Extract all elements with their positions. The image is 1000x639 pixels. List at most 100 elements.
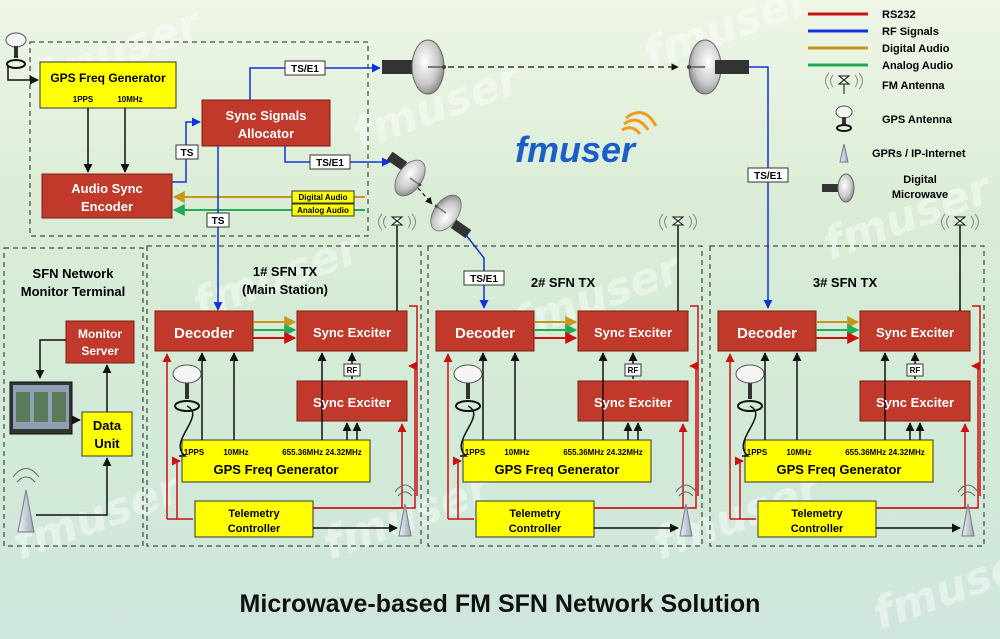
monitor-server xyxy=(65,320,135,364)
headend-pps-label: 1PPS xyxy=(73,95,94,104)
legend-fm-antenna: FM Antenna xyxy=(882,80,945,92)
legend: RS232 RF Signals Digital Audio Analog Au… xyxy=(808,9,966,203)
tx3-telemetry-2: Controller xyxy=(791,523,844,535)
tx3-rf-tag: RF xyxy=(910,366,921,375)
tx2-sync-exciter-2: Sync Exciter xyxy=(594,395,672,410)
tx3-freqs: 655.36MHz 24.32MHz xyxy=(845,448,925,457)
tx3-pps: 1PPS xyxy=(747,448,768,457)
svg-text:fmuser: fmuser xyxy=(6,462,189,570)
ts-tag-decoder xyxy=(206,212,230,228)
tx2-sync-exciter-1: Sync Exciter xyxy=(594,325,672,340)
digital-audio-tag-label: Digital Audio xyxy=(298,193,347,202)
data-unit-label-2: Unit xyxy=(94,436,120,451)
tx3-title: 3# SFN TX xyxy=(813,275,878,290)
tx1-sync-exciter-1: Sync Exciter xyxy=(313,325,391,340)
tx3-telemetry: Telemetry xyxy=(791,508,843,520)
tx3-10mhz: 10MHz xyxy=(786,448,811,457)
legend-microwave-icon xyxy=(822,173,855,203)
microwave-dish-2-icon xyxy=(686,39,749,95)
legend-rf: RF Signals xyxy=(882,26,939,38)
tx2-pps: 1PPS xyxy=(465,448,486,457)
tx2-telemetry-2: Controller xyxy=(509,523,562,535)
tx1-telemetry-2: Controller xyxy=(228,523,281,535)
ts-e1-tag-mid xyxy=(309,154,351,170)
tx1-decoder: Decoder xyxy=(174,325,234,342)
microwave-dish-1-icon xyxy=(382,39,447,95)
tx3-gps-generator: GPS Freq Generator xyxy=(777,462,902,477)
monitor-server-label-2: Server xyxy=(81,344,119,358)
tx1-gps-generator: GPS Freq Generator xyxy=(214,462,339,477)
tx1-fm-antenna-icon xyxy=(378,213,416,236)
ts-tag-encoder-label: TS xyxy=(181,148,194,159)
tx1-freqs: 655.36MHz 24.32MHz xyxy=(282,448,362,457)
digital-audio-tag xyxy=(291,190,355,204)
legend-microwave-2: Microwave xyxy=(892,189,948,201)
headend-10mhz-label: 10MHz xyxy=(117,95,142,104)
tx1-title: 1# SFN TX xyxy=(253,264,318,279)
fmuser-logo: fmuser xyxy=(515,111,658,170)
monitor-screen-icon xyxy=(9,381,73,435)
legend-microwave: Digital xyxy=(903,174,937,186)
analog-audio-tag-label: Analog Audio xyxy=(297,206,349,215)
ts-e1-tag-tx2-label: TS/E1 xyxy=(470,274,498,285)
tx3-sync-exciter-2: Sync Exciter xyxy=(876,395,954,410)
data-unit xyxy=(81,411,133,457)
sync-allocator-label: Sync Signals xyxy=(226,108,307,123)
ts-e1-tag-top xyxy=(284,60,326,76)
tx2-telemetry: Telemetry xyxy=(509,508,561,520)
tx2-gps-generator: GPS Freq Generator xyxy=(495,462,620,477)
svg-text:fmuser: fmuser xyxy=(515,129,637,170)
ts-tag-encoder xyxy=(175,144,199,160)
audio-sync-encoder-label-2: Encoder xyxy=(81,199,133,214)
analog-audio-tag xyxy=(291,203,355,217)
microwave-dish-3-icon xyxy=(386,151,434,204)
ts-tag-decoder-label: TS xyxy=(212,216,225,227)
tx1-title-2: (Main Station) xyxy=(242,282,328,297)
page-title: Microwave-based FM SFN Network Solution xyxy=(240,590,761,618)
legend-gprs-icon xyxy=(839,143,849,163)
monitor-terminal-frame xyxy=(3,247,144,547)
legend-rs232: RS232 xyxy=(882,9,916,21)
ts-e1-tag-mid-label: TS/E1 xyxy=(316,158,344,169)
monitor-terminal-title-2: Monitor Terminal xyxy=(21,284,125,299)
legend-fm-antenna-icon xyxy=(825,72,863,95)
legend-digital-audio: Digital Audio xyxy=(882,43,950,55)
tx1-10mhz: 10MHz xyxy=(223,448,248,457)
ts-e1-tag-tx2 xyxy=(463,270,505,286)
tx2-title: 2# SFN TX xyxy=(531,275,596,290)
data-unit-label: Data xyxy=(93,418,122,433)
tx2-decoder: Decoder xyxy=(455,325,515,342)
legend-gps-antenna: GPS Antenna xyxy=(882,114,953,126)
tx2-rf-tag: RF xyxy=(628,366,639,375)
monitor-terminal-title: SFN Network xyxy=(33,266,115,281)
legend-analog-audio: Analog Audio xyxy=(882,60,953,72)
tx2-fm-antenna-icon xyxy=(659,213,697,236)
tx1-pps: 1PPS xyxy=(184,448,205,457)
audio-sync-encoder-label: Audio Sync xyxy=(71,181,143,196)
monitor-gprs-mast-icon xyxy=(12,468,40,533)
tx1-sync-exciter-2: Sync Exciter xyxy=(313,395,391,410)
sync-signals-allocator xyxy=(201,99,331,147)
tx2-freqs: 655.36MHz 24.32MHz xyxy=(563,448,643,457)
tx3-decoder: Decoder xyxy=(737,325,797,342)
monitor-server-label: Monitor xyxy=(78,327,122,341)
microwave-dish-4-icon xyxy=(422,187,472,239)
ts-e1-tag-top-label: TS/E1 xyxy=(291,64,319,75)
audio-sync-encoder xyxy=(41,173,173,219)
headend-gps-generator-label: GPS Freq Generator xyxy=(50,71,166,85)
tx3-sync-exciter-1: Sync Exciter xyxy=(876,325,954,340)
tx2-10mhz: 10MHz xyxy=(504,448,529,457)
tx1-rf-tag: RF xyxy=(347,366,358,375)
sync-allocator-label-2: Allocator xyxy=(238,126,294,141)
legend-gprs: GPRs / IP-Internet xyxy=(872,148,966,160)
svg-text:fmuser: fmuser xyxy=(866,532,1000,639)
ts-e1-tag-tx3-label: TS/E1 xyxy=(754,171,782,182)
ts-e1-tag-tx3 xyxy=(747,167,789,183)
tx1-telemetry: Telemetry xyxy=(228,508,280,520)
legend-gps-antenna-icon xyxy=(835,105,853,132)
headend-gps-generator xyxy=(39,61,177,109)
head-end-frame xyxy=(29,41,369,237)
headend-gps-antenna-icon xyxy=(5,32,39,85)
